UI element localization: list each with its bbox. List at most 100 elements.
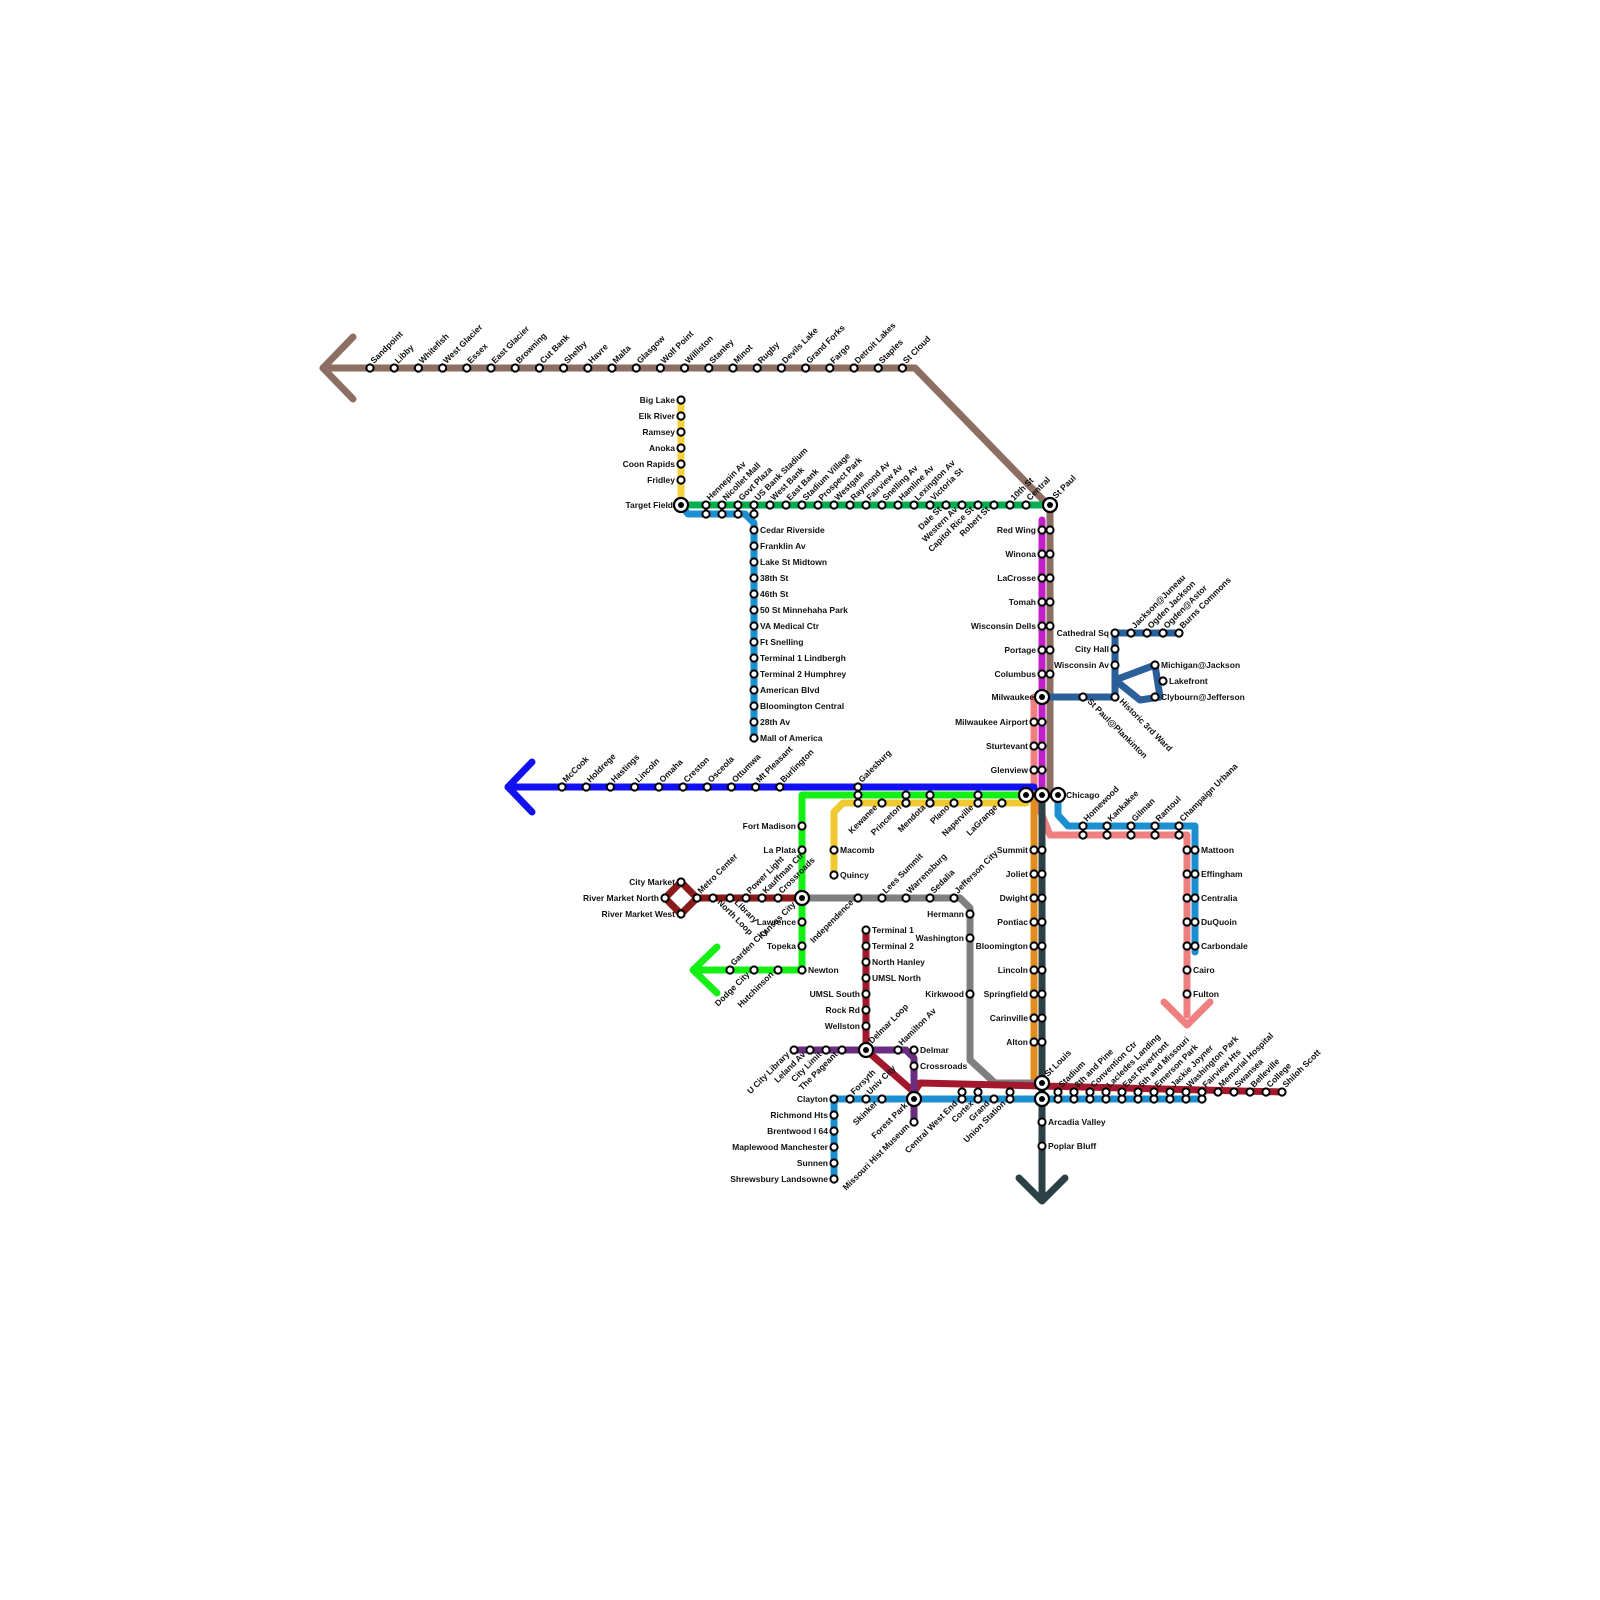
station-minot[interactable] (728, 363, 738, 373)
station-springfield[interactable] (1029, 989, 1039, 999)
station-sunnen[interactable] (829, 1158, 839, 1168)
station-libby[interactable] (389, 363, 399, 373)
station-iz-858[interactable] (853, 798, 863, 808)
station-hamilton-av[interactable] (893, 1045, 903, 1055)
station-kewanee[interactable] (877, 798, 887, 808)
station-crossroads[interactable] (909, 1061, 919, 1071)
station-mccook[interactable] (557, 782, 567, 792)
station-hermann[interactable] (965, 909, 975, 919)
station-richmond-hts[interactable] (829, 1110, 839, 1120)
station-joliet[interactable] (1029, 869, 1039, 879)
station-ls-6[interactable] (1037, 989, 1047, 999)
station-shiloh-scott[interactable] (1277, 1087, 1287, 1097)
station-46th-st[interactable] (749, 589, 759, 599)
station-bloomington-central[interactable] (749, 701, 759, 711)
station-red-wing[interactable] (1037, 525, 1047, 535)
station-newton[interactable] (797, 965, 807, 975)
station-cedar-riverside[interactable] (749, 525, 759, 535)
station-50-st-minnehaha-park[interactable] (749, 605, 759, 615)
station-metro-center[interactable] (692, 893, 702, 903)
station-essex[interactable] (462, 363, 472, 373)
station-fairview-av[interactable] (861, 500, 871, 510)
station-arcadia-valley[interactable] (1037, 1117, 1047, 1127)
station-cno-0[interactable] (1078, 830, 1088, 840)
station-hw-1[interactable] (1045, 549, 1055, 559)
station-umsl-south[interactable] (861, 989, 871, 999)
station-city-limit[interactable] (821, 1045, 831, 1055)
station-hw2-0[interactable] (1037, 717, 1047, 727)
station-8th-and-pine[interactable] (1069, 1087, 1079, 1097)
station-holdrege[interactable] (581, 782, 591, 792)
station-va-medical-ctr[interactable] (749, 621, 759, 631)
station-elk-river[interactable] (676, 411, 686, 421)
station-5th-and-missouri[interactable] (1133, 1087, 1143, 1097)
station-coon-rapids[interactable] (676, 459, 686, 469)
station-franklin-av[interactable] (749, 541, 759, 551)
station-independence[interactable] (853, 893, 863, 903)
station-washington-park[interactable] (1181, 1087, 1191, 1097)
station-hw2-2[interactable] (1037, 765, 1047, 775)
station-38th-st[interactable] (749, 573, 759, 583)
station-summit[interactable] (1029, 845, 1039, 855)
station-raymond-av[interactable] (845, 500, 855, 510)
station-western-av[interactable] (957, 500, 967, 510)
station-belleville[interactable] (1245, 1087, 1255, 1097)
station-green-blue-722[interactable] (717, 509, 727, 519)
station-28th-av[interactable] (749, 717, 759, 727)
station-ls-0[interactable] (1037, 845, 1047, 855)
station-library[interactable] (725, 893, 735, 903)
station-hutchinson[interactable] (773, 965, 783, 975)
station-leland-av[interactable] (805, 1045, 815, 1055)
station-effingham[interactable] (1190, 869, 1200, 879)
station-cno2-3[interactable] (1182, 917, 1192, 927)
station-portage[interactable] (1037, 645, 1047, 655)
station-centralia[interactable] (1190, 893, 1200, 903)
station-fridley[interactable] (676, 475, 686, 485)
station-lake-st-midtown[interactable] (749, 557, 759, 567)
station-swc-906[interactable] (901, 790, 911, 800)
station-10th-st[interactable] (1005, 500, 1015, 510)
station-havre[interactable] (583, 363, 593, 373)
station-hw2-1[interactable] (1037, 741, 1047, 751)
station-college[interactable] (1261, 1087, 1271, 1097)
station-washington[interactable] (965, 933, 975, 943)
station-rock-rd[interactable] (861, 1005, 871, 1015)
station-mt-pleasant[interactable] (751, 782, 761, 792)
station-city-market[interactable] (676, 877, 686, 887)
station-cut-bank[interactable] (534, 363, 545, 373)
station-browning[interactable] (510, 363, 520, 373)
station-hamline-av[interactable] (893, 500, 903, 510)
station-clayton[interactable] (829, 1094, 839, 1104)
station-hw-3[interactable] (1045, 597, 1055, 607)
station-robert-st[interactable] (989, 500, 999, 510)
station-whitefish[interactable] (413, 363, 423, 373)
station-hennepin-av[interactable] (701, 500, 711, 510)
station-terminal-1[interactable] (861, 925, 871, 935)
station-stadium[interactable] (1053, 1087, 1063, 1097)
station-gilman[interactable] (1126, 821, 1136, 831)
station-us-bank-stadium[interactable] (749, 500, 759, 510)
station-govt-plaza[interactable] (733, 500, 743, 510)
station-burns-commons[interactable] (1174, 628, 1184, 638)
station-ls-3[interactable] (1037, 917, 1047, 927)
station-jefferson-city[interactable] (949, 893, 959, 903)
station-swc-930[interactable] (925, 790, 935, 800)
station-lakefront[interactable] (1158, 676, 1168, 686)
station-ramsey[interactable] (676, 427, 686, 437)
station-american-blvd[interactable] (749, 685, 759, 695)
station-north-hanley[interactable] (861, 957, 871, 967)
station-omaha[interactable] (654, 782, 664, 792)
station-terminal-2[interactable] (861, 941, 871, 951)
station-devils-lake[interactable] (776, 363, 787, 373)
station-forsyth[interactable] (845, 1094, 855, 1104)
station-memorial-hospital[interactable] (1213, 1087, 1223, 1097)
station-lees-summit[interactable] (877, 893, 887, 903)
station-umsl-north[interactable] (861, 973, 871, 983)
station-convention-ctr[interactable] (1085, 1087, 1095, 1097)
station-carinville[interactable] (1029, 1013, 1039, 1023)
station-mattoon[interactable] (1190, 845, 1200, 855)
station-homewood[interactable] (1078, 821, 1088, 831)
station-victoria-st[interactable] (925, 500, 935, 510)
station-lawrence[interactable] (797, 917, 807, 927)
station-columbus[interactable] (1037, 669, 1047, 679)
